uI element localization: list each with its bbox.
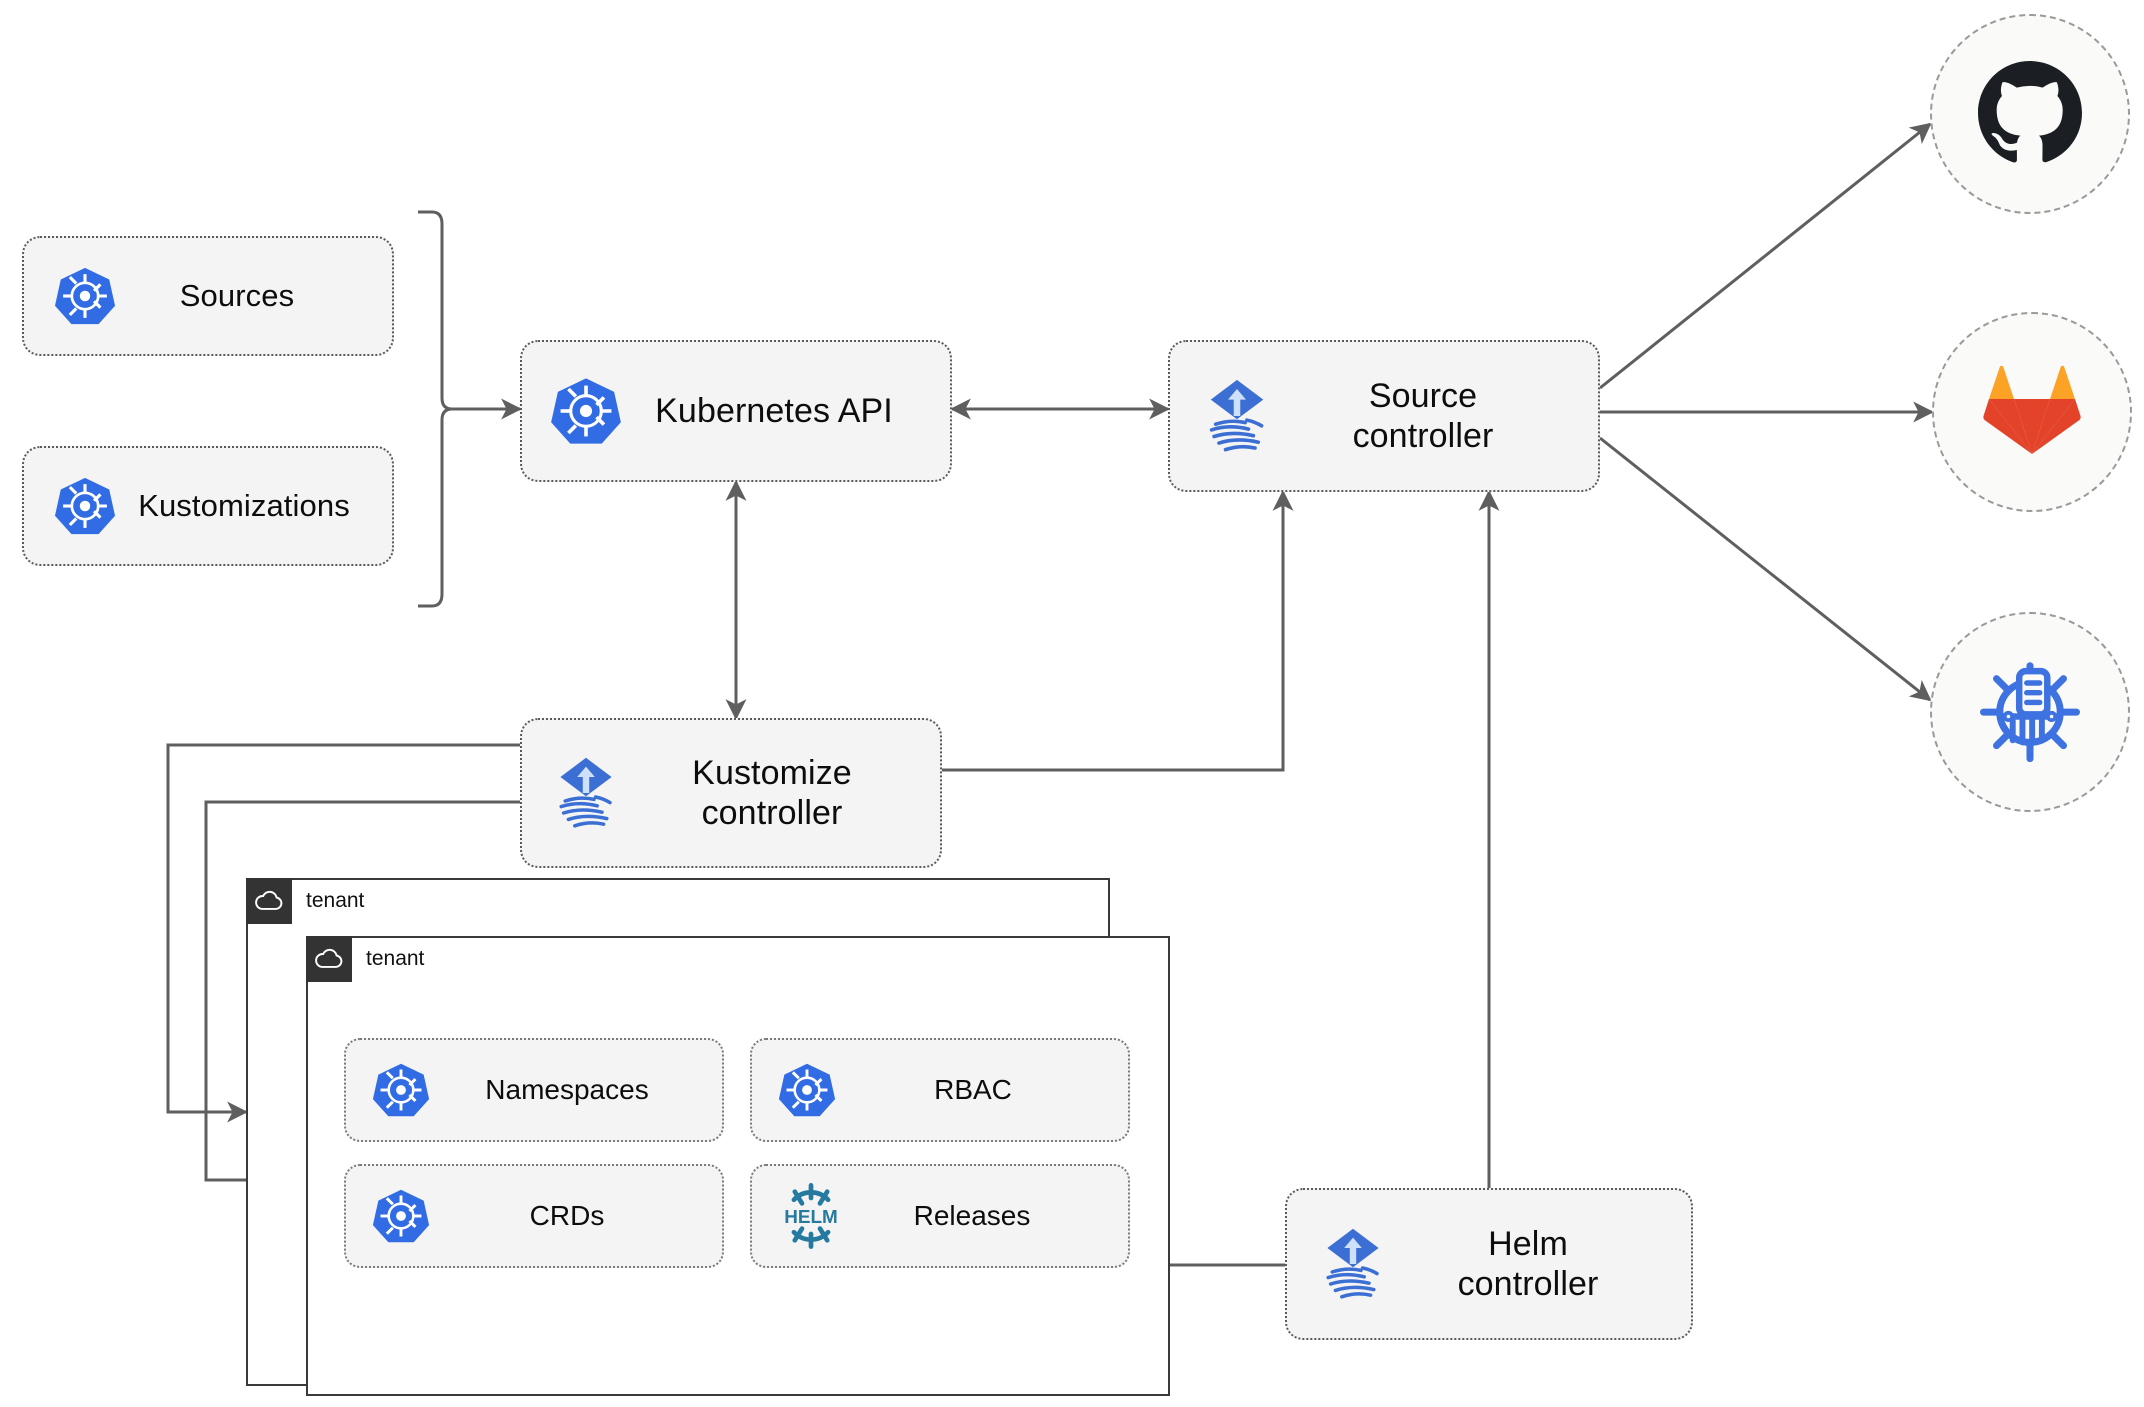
kubernetes-icon <box>522 375 622 447</box>
provider-gitlab[interactable] <box>1932 312 2132 512</box>
provider-helm-registry[interactable] <box>1930 612 2130 812</box>
tenant-label: tenant <box>366 947 425 970</box>
resource-namespaces[interactable]: Namespaces <box>344 1038 724 1142</box>
kubernetes-icon <box>346 1061 430 1119</box>
node-kubernetes-api[interactable]: Kubernetes API <box>520 340 952 482</box>
node-kustomize-controller[interactable]: Kustomize controller <box>520 718 942 868</box>
wire-kustomize-to-source <box>941 489 1294 772</box>
cloud-icon <box>246 878 292 924</box>
cloud-icon <box>306 936 352 982</box>
gitlab-icon <box>1982 362 2082 463</box>
kubernetes-icon <box>24 265 116 327</box>
resource-label: Namespaces <box>485 1074 649 1105</box>
provider-github[interactable] <box>1930 14 2130 214</box>
node-label: Sources <box>179 277 295 313</box>
flux-icon <box>1170 375 1278 457</box>
node-sources[interactable]: Sources <box>22 236 394 356</box>
resource-label: CRDs <box>529 1200 605 1231</box>
node-helm-controller[interactable]: Helm controller <box>1285 1188 1693 1340</box>
flux-icon <box>1287 1224 1393 1304</box>
tenant-header-1: tenant <box>246 878 364 924</box>
node-label: Source controller <box>1352 376 1494 455</box>
node-label: Kubernetes API <box>655 391 893 430</box>
helm-registry-icon <box>1976 656 2084 769</box>
node-label: Kustomizations <box>138 487 350 523</box>
tenant-label: tenant <box>306 889 365 912</box>
resource-releases[interactable]: HELM Releases <box>750 1164 1130 1268</box>
node-label: Helm controller <box>1457 1224 1599 1303</box>
resource-label: RBAC <box>934 1074 1012 1105</box>
tenant-container-2[interactable]: tenant <box>306 936 1170 1396</box>
helm-wordmark: HELM <box>784 1207 838 1228</box>
node-source-controller[interactable]: Source controller <box>1168 340 1600 492</box>
tenant-resource-grid: Namespaces <box>344 1038 1130 1268</box>
wire-source-to-registry <box>1599 436 1932 702</box>
resource-label: Releases <box>913 1200 1031 1231</box>
node-label: Kustomize controller <box>692 753 852 832</box>
wire-source-to-github <box>1599 122 1932 390</box>
resource-crds[interactable]: CRDs <box>344 1164 724 1268</box>
kubernetes-icon <box>752 1061 836 1119</box>
resource-rbac[interactable]: RBAC <box>750 1038 1130 1142</box>
flux-icon <box>522 753 626 833</box>
group-bracket <box>418 210 453 608</box>
kubernetes-icon <box>346 1187 430 1245</box>
helm-icon: HELM <box>752 1180 850 1252</box>
node-kustomizations[interactable]: Kustomizations <box>22 446 394 566</box>
tenant-header-2: tenant <box>306 936 424 982</box>
kubernetes-icon <box>24 475 116 537</box>
github-icon <box>1978 60 2082 169</box>
